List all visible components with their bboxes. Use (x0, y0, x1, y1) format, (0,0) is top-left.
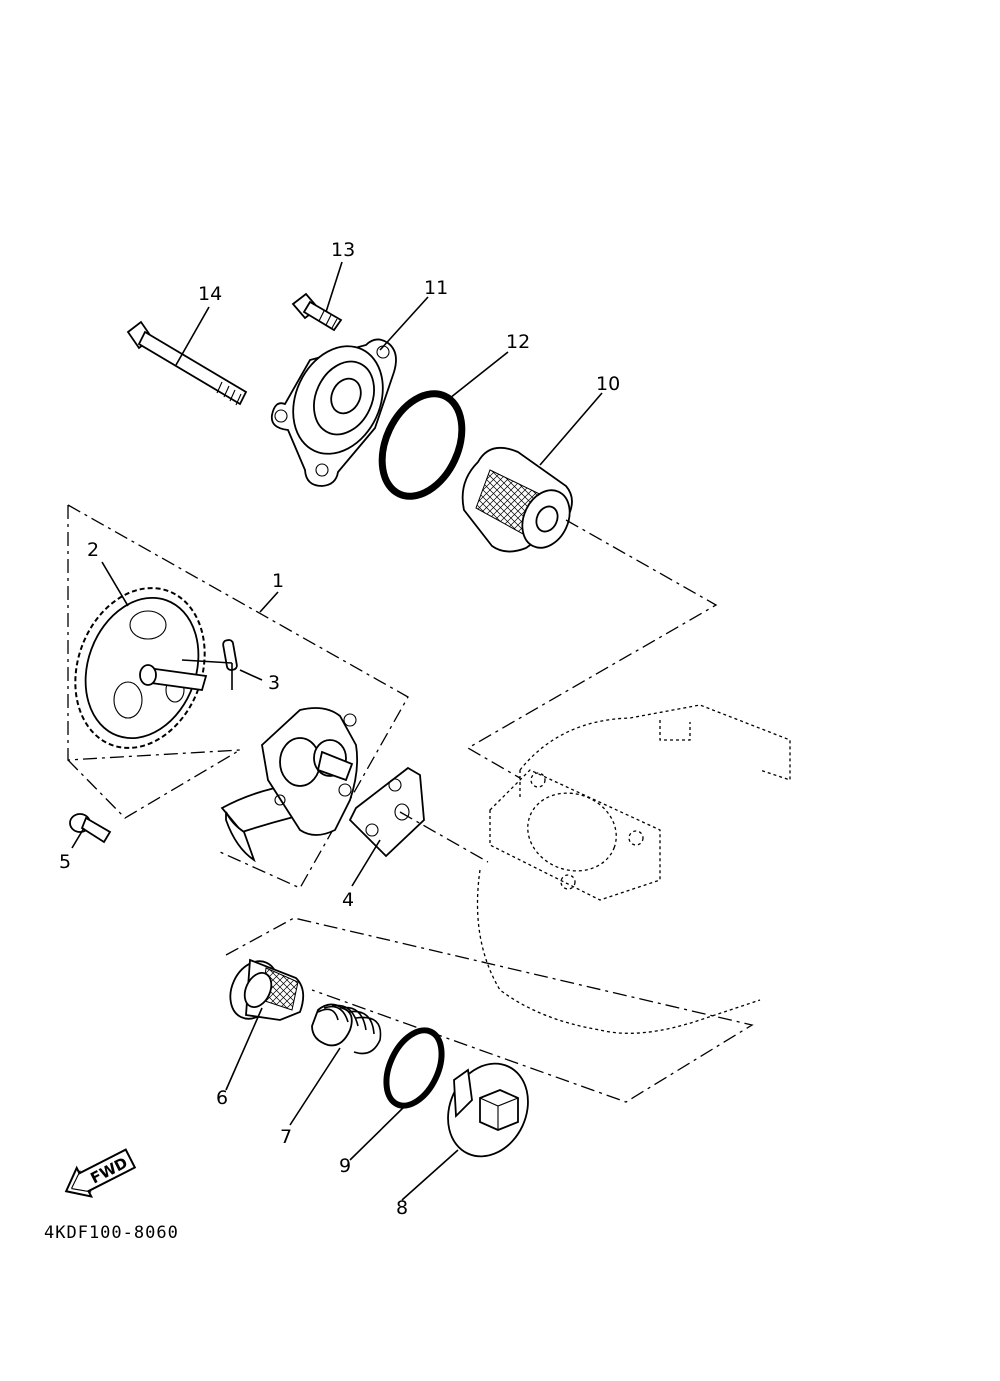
engine-crankcase-reference (476, 704, 791, 1034)
part-1-assembly-boundary (67, 504, 409, 889)
callout-13: 13 (331, 239, 355, 261)
callout-14: 14 (198, 283, 222, 305)
part-13-short-bolt (291, 292, 343, 332)
gasket-reference-line (399, 811, 489, 863)
callout-11: 11 (424, 277, 448, 299)
part-8-drain-plug (447, 1062, 529, 1158)
part-6-oil-strainer (229, 958, 305, 1021)
callout-12: 12 (506, 331, 530, 353)
callout-6: 6 (216, 1087, 228, 1109)
callout-4: 4 (342, 889, 354, 911)
strainer-reference-line (225, 917, 754, 1103)
oil-pump-body (220, 707, 359, 863)
callout-10: 10 (596, 373, 620, 395)
part-4-gasket (348, 766, 425, 858)
callout-3: 3 (268, 672, 280, 694)
callout-5: 5 (59, 851, 71, 873)
callout-2: 2 (87, 539, 99, 561)
leader-lines (71, 261, 603, 1201)
callout-9: 9 (339, 1155, 351, 1177)
diagram-code: 4KDF100-8060 (44, 1223, 179, 1243)
filter-reference-line (466, 519, 718, 779)
part-11-filter-cover (270, 338, 397, 487)
part-5-screw (69, 813, 112, 844)
fwd-direction-arrow: FWD (64, 1148, 137, 1198)
callout-8: 8 (396, 1197, 408, 1219)
part-14-long-bolt (126, 320, 248, 406)
part-12-o-ring (378, 390, 466, 500)
callout-7: 7 (280, 1126, 292, 1148)
part-7-spring (311, 1003, 382, 1055)
part-9-o-ring (383, 1027, 445, 1109)
part-10-oil-filter-element (461, 446, 573, 553)
part-3-pin (222, 639, 238, 671)
part-2-drive-gear (74, 587, 208, 749)
callout-1: 1 (272, 570, 284, 592)
